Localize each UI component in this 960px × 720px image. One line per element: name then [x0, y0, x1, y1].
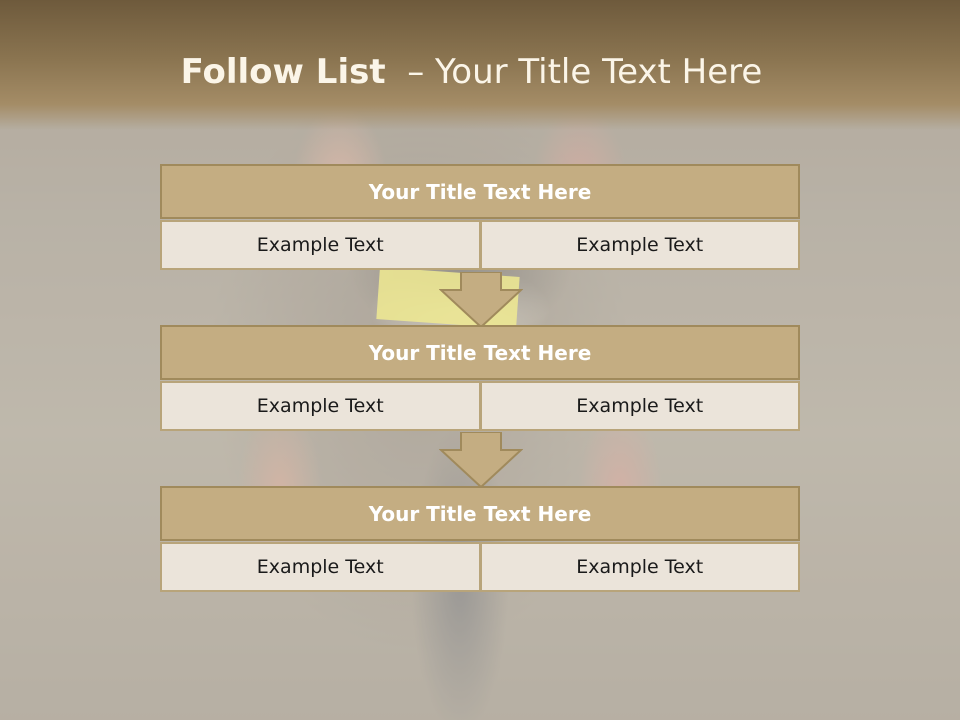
block-cell-left: Example Text	[160, 542, 481, 592]
block-cell-left: Example Text	[160, 220, 481, 270]
block-title: Your Title Text Here	[160, 164, 800, 219]
block-row: Example Text Example Text	[160, 381, 800, 431]
list-block-1: Your Title Text Here Example Text Exampl…	[160, 164, 800, 270]
block-cell-left: Example Text	[160, 381, 481, 431]
block-row: Example Text Example Text	[160, 542, 800, 592]
down-arrow-icon	[439, 432, 523, 488]
slide-title-bold: Follow List	[180, 52, 386, 92]
block-title: Your Title Text Here	[160, 325, 800, 380]
list-block-2: Your Title Text Here Example Text Exampl…	[160, 325, 800, 431]
slide-title: Follow List – Your Title Text Here	[0, 52, 943, 92]
block-cell-right: Example Text	[480, 381, 800, 431]
list-block-3: Your Title Text Here Example Text Exampl…	[160, 486, 800, 592]
block-title: Your Title Text Here	[160, 486, 800, 541]
block-cell-right: Example Text	[480, 542, 800, 592]
down-arrow-icon	[439, 272, 523, 328]
slide-title-rest: – Your Title Text Here	[385, 52, 763, 92]
block-cell-right: Example Text	[480, 220, 800, 270]
title-band	[0, 0, 960, 130]
block-row: Example Text Example Text	[160, 220, 800, 270]
